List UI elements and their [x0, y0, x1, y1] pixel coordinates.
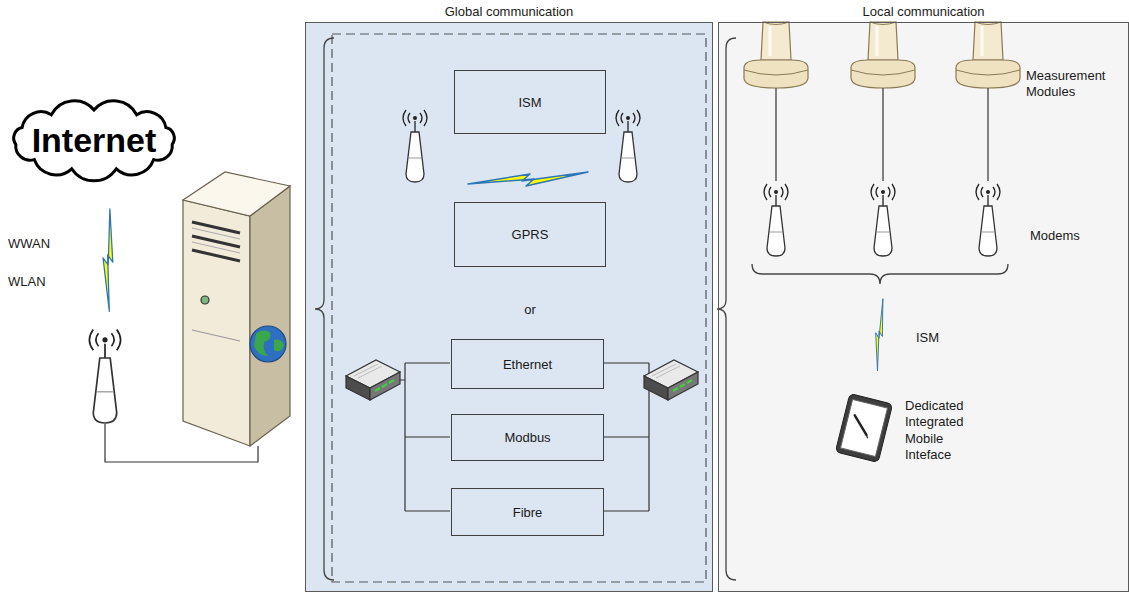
part-label: Modems — [1030, 228, 1120, 244]
globe-icon — [250, 326, 286, 362]
global-panel: Global communicationISMGPRSEthernetModbu… — [305, 22, 713, 592]
box-label: ISM — [518, 95, 541, 110]
panel-ground — [305, 22, 713, 592]
tablet-icon — [835, 394, 892, 463]
choice-label: or — [505, 302, 555, 318]
part-label: Measurement Modules — [1026, 68, 1122, 101]
link-box: Ethernet — [451, 339, 604, 389]
box-label: Fibre — [513, 505, 543, 520]
cloud-label: Internet — [32, 121, 157, 160]
antenna-symbol — [764, 184, 1000, 256]
measurement-module — [744, 22, 1020, 88]
dashed-frame — [332, 34, 706, 582]
network-label: WWAN — [8, 236, 78, 252]
lightning-bolt — [869, 299, 890, 371]
panel-ground — [718, 22, 1129, 592]
link-box: GPRS — [454, 202, 606, 267]
brace — [315, 38, 334, 580]
internet-cloud: Internet — [5, 100, 183, 180]
link-label: ISM — [916, 330, 966, 346]
panel-title: Local communication — [719, 4, 1128, 19]
link-box: Modbus — [451, 414, 604, 461]
box-label: Modbus — [504, 430, 550, 445]
link-box: Fibre — [451, 488, 604, 536]
lightning-bolt — [98, 209, 120, 312]
link-box: ISM — [454, 70, 606, 134]
box-label: Ethernet — [503, 357, 552, 372]
wire — [776, 88, 988, 181]
box-label: GPRS — [512, 227, 549, 242]
server-symbol — [183, 172, 290, 446]
antenna-symbol — [89, 329, 120, 423]
lightning-bolt — [468, 172, 588, 186]
antenna-symbol — [403, 110, 640, 182]
brace — [752, 264, 1008, 284]
network-label: WLAN — [8, 274, 78, 290]
panel-title: Global communication — [306, 4, 712, 19]
part-label: Dedicated Integrated Mobile Inteface — [905, 398, 973, 463]
local-panel: Local communication — [718, 22, 1129, 592]
brace — [717, 38, 736, 580]
